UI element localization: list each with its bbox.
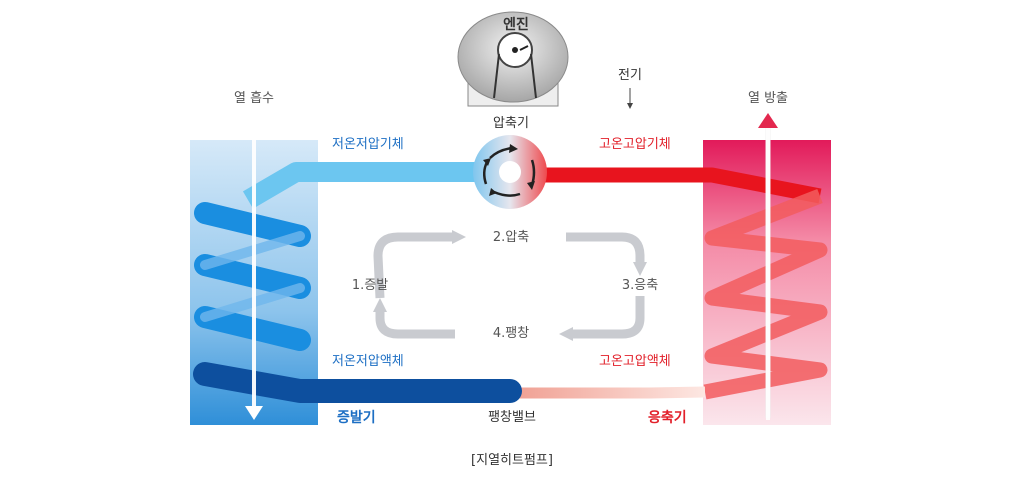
hot-liquid-pipe <box>515 386 706 399</box>
high-temp-high-pressure-liquid-label: 고온고압액체 <box>599 354 671 369</box>
heat-absorb-label: 열 흡수 <box>233 91 275 106</box>
high-temp-high-pressure-gas-label: 고온고압기체 <box>599 137 671 152</box>
hot-gas-pipe <box>540 167 822 204</box>
condenser-label: 응축기 <box>648 410 687 426</box>
cold-gas-pipe <box>242 162 480 209</box>
compressor-label: 압축기 <box>493 116 529 131</box>
expansion-valve-label: 팽창밸브 <box>488 410 536 425</box>
engine-icon <box>457 11 569 107</box>
heat-release-label: 열 방출 <box>747 91 789 106</box>
electricity-arrow-icon <box>627 88 633 109</box>
low-temp-low-pressure-liquid-label: 저온저압액체 <box>332 354 404 369</box>
step-evaporation-label: 1.증발 <box>351 278 389 293</box>
cycle-arrow-icon <box>373 232 645 339</box>
step-compression-label: 2.압축 <box>492 230 530 245</box>
low-temp-low-pressure-gas-label: 저온저압기체 <box>332 137 404 152</box>
cold-liquid-pipe <box>193 362 522 403</box>
diagram-caption: [지열히트펌프] <box>471 453 553 468</box>
compressor-icon <box>473 135 547 209</box>
step-expansion-label: 4.팽창 <box>492 326 530 341</box>
engine-label: 엔진 <box>503 17 529 33</box>
evaporator-label: 증발기 <box>337 410 376 426</box>
electricity-label: 전기 <box>618 68 642 83</box>
step-condensation-label: 3.응축 <box>621 278 659 293</box>
